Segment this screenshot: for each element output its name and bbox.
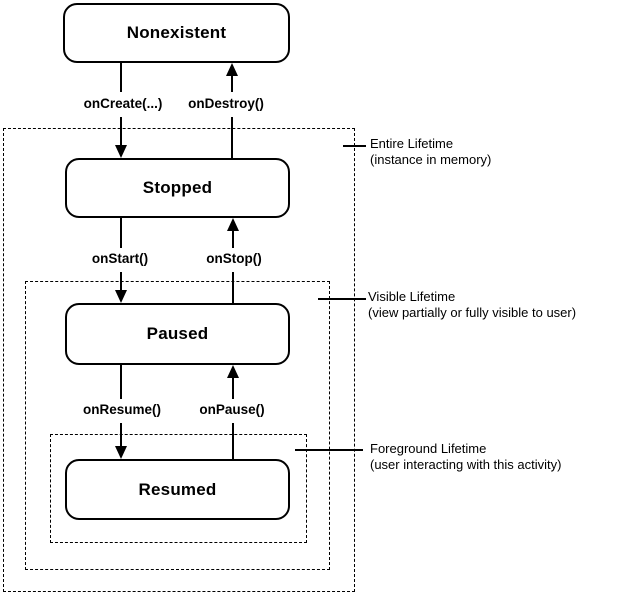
foreground-lifetime-label: Foreground Lifetime (user interacting wi… — [370, 441, 561, 473]
on-destroy-line-segment — [231, 76, 233, 92]
entire-lifetime-region — [3, 128, 355, 592]
transition-label-onstop: onStop() — [203, 251, 265, 266]
state-stopped: Stopped — [65, 158, 290, 218]
visible-lifetime-label: Visible Lifetime (view partially or full… — [368, 289, 576, 321]
on-create-line-segment — [120, 63, 122, 92]
foreground-lifetime-region — [50, 434, 307, 543]
visible-lifetime-subtitle: (view partially or fully visible to user… — [368, 305, 577, 320]
foreground-lifetime-title: Foreground Lifetime — [370, 441, 487, 456]
state-resumed-label: Resumed — [138, 479, 217, 499]
transition-label-onresume: onResume() — [79, 402, 165, 417]
foreground-lifetime-callout-line — [295, 449, 363, 451]
state-paused: Paused — [65, 303, 290, 365]
on-pause-line-segment — [232, 423, 234, 459]
visible-lifetime-title: Visible Lifetime — [368, 289, 456, 304]
state-nonexistent: Nonexistent — [63, 3, 290, 63]
on-start-line-segment — [120, 272, 122, 290]
arrowhead-down-icon — [115, 145, 127, 158]
arrowhead-down-icon — [115, 446, 127, 459]
on-stop-line-segment — [232, 231, 234, 248]
on-pause-line-segment — [232, 378, 234, 399]
entire-lifetime-callout-line — [343, 145, 366, 147]
state-nonexistent-label: Nonexistent — [126, 23, 227, 42]
transition-label-onstart: onStart() — [88, 251, 152, 266]
transition-label-ondestroy: onDestroy() — [185, 96, 267, 111]
arrowhead-up-icon — [227, 365, 239, 378]
entire-lifetime-title: Entire Lifetime — [370, 136, 454, 151]
state-paused-label: Paused — [146, 324, 209, 343]
visible-lifetime-region — [25, 281, 330, 570]
state-resumed: Resumed — [65, 459, 290, 520]
arrowhead-up-icon — [226, 63, 238, 76]
on-stop-line-segment — [232, 272, 234, 303]
on-create-line-segment — [120, 117, 122, 146]
visible-lifetime-callout-line — [318, 298, 366, 300]
transition-label-oncreate: onCreate(...) — [80, 96, 166, 111]
on-destroy-line-segment — [231, 117, 233, 158]
arrowhead-down-icon — [115, 290, 127, 303]
on-start-line-segment — [120, 218, 122, 248]
on-resume-line-segment — [120, 365, 122, 399]
on-resume-line-segment — [120, 423, 122, 446]
foreground-lifetime-subtitle: (user interacting with this activity) — [370, 457, 562, 472]
entire-lifetime-label: Entire Lifetime (instance in memory) — [370, 136, 491, 168]
entire-lifetime-subtitle: (instance in memory) — [370, 152, 492, 167]
arrowhead-up-icon — [227, 218, 239, 231]
transition-label-onpause: onPause() — [196, 402, 268, 417]
state-stopped-label: Stopped — [142, 178, 213, 197]
